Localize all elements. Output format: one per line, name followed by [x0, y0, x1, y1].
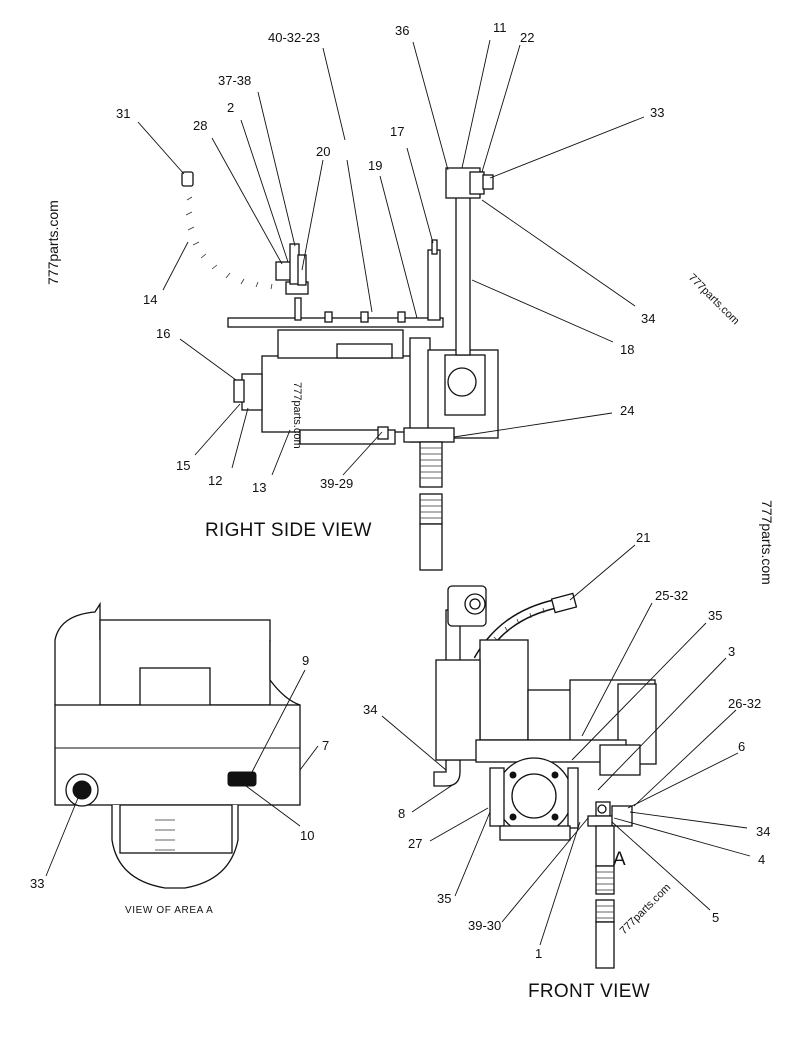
callout-12: 12 — [208, 473, 222, 488]
callout-20: 20 — [316, 144, 330, 159]
callout-1: 1 — [535, 946, 542, 961]
callout-34-front-left: 34 — [363, 702, 377, 717]
callout-7: 7 — [322, 738, 329, 753]
callout-11: 11 — [493, 20, 507, 35]
right-side-callouts: 31 28 2 37-38 40-32-23 20 17 19 36 11 22… — [116, 20, 664, 495]
right-side-view — [181, 167, 499, 571]
callout-8: 8 — [398, 806, 405, 821]
callout-9: 9 — [302, 653, 309, 668]
callout-18: 18 — [620, 342, 634, 357]
callout-14: 14 — [143, 292, 157, 307]
callout-35-top: 35 — [708, 608, 722, 623]
area-a-view-title: VIEW OF AREA A — [125, 905, 213, 916]
callout-37-38: 37-38 — [218, 73, 251, 88]
callout-39-29: 39-29 — [320, 476, 353, 491]
area-a-view — [54, 601, 301, 889]
front-callouts: 21 25-32 35 3 26-32 6 34 4 5 34 8 27 35 … — [363, 530, 770, 961]
callout-22: 22 — [520, 30, 534, 45]
watermark-left: 777parts.com — [45, 200, 61, 285]
callout-40-32-23: 40-32-23 — [268, 30, 320, 45]
watermark-right-mid: 777parts.com — [759, 500, 775, 585]
callout-2: 2 — [227, 100, 234, 115]
callout-15: 15 — [176, 458, 190, 473]
area-a-callouts: 9 7 10 33 — [30, 653, 329, 891]
callout-10: 10 — [300, 828, 314, 843]
callout-27: 27 — [408, 836, 422, 851]
callout-6: 6 — [738, 739, 745, 754]
callout-28: 28 — [193, 118, 207, 133]
callout-33: 33 — [650, 105, 664, 120]
watermark-front: 777parts.com — [618, 882, 674, 938]
callout-24: 24 — [620, 403, 634, 418]
callout-39-30: 39-30 — [468, 918, 501, 933]
front-view-title: FRONT VIEW — [528, 981, 650, 1002]
watermark-body: 777parts.com — [291, 382, 303, 449]
callout-33-area-a: 33 — [30, 876, 44, 891]
watermark-right-top: 777parts.com — [686, 272, 742, 328]
callout-13: 13 — [252, 480, 266, 495]
area-a-leaders — [45, 669, 319, 877]
front-leaders — [381, 544, 751, 946]
front-view — [433, 585, 657, 969]
callout-31: 31 — [116, 106, 130, 121]
callout-26-32: 26-32 — [728, 696, 761, 711]
area-marker: A — [613, 849, 626, 870]
callout-36: 36 — [395, 23, 409, 38]
right-side-leaders — [137, 39, 645, 476]
right-side-view-title: RIGHT SIDE VIEW — [205, 520, 372, 541]
callout-19: 19 — [368, 158, 382, 173]
callout-34: 34 — [641, 311, 655, 326]
callout-5: 5 — [712, 910, 719, 925]
callout-16: 16 — [156, 326, 170, 341]
callout-4: 4 — [758, 852, 765, 867]
callout-34-front-right: 34 — [756, 824, 770, 839]
callout-21: 21 — [636, 530, 650, 545]
callout-35-bottom: 35 — [437, 891, 451, 906]
callout-3: 3 — [728, 644, 735, 659]
callout-17: 17 — [390, 124, 404, 139]
callout-25-32: 25-32 — [655, 588, 688, 603]
